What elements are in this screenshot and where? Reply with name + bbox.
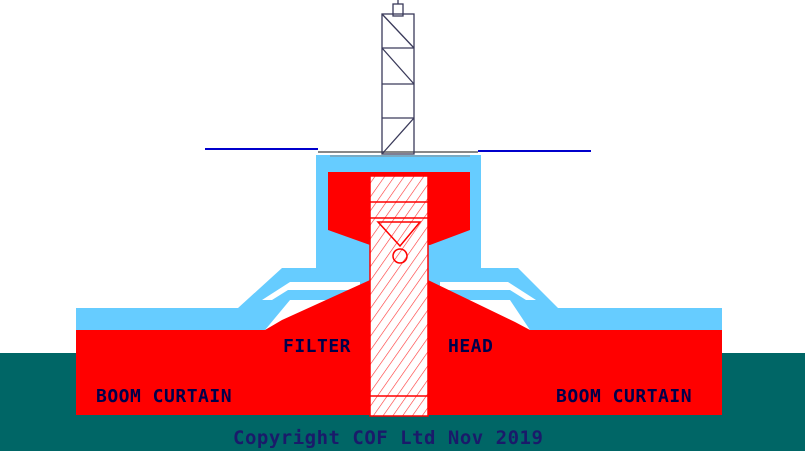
boom-curtain-right-label: BOOM CURTAIN (556, 386, 692, 407)
boom-curtain-body (76, 280, 370, 415)
boom-curtain-body-right (428, 280, 722, 415)
boom-curtain-left-label: BOOM CURTAIN (96, 386, 232, 407)
lattice-mast (381, 0, 415, 155)
float-gap-left (262, 282, 360, 300)
head-label: HEAD (448, 336, 493, 357)
column-funnel (376, 221, 422, 248)
filter-label: FILTER (283, 336, 351, 357)
float-gap-right (440, 282, 536, 300)
copyright-notice: Copyright COF Ltd Nov 2019 (233, 427, 543, 449)
filter-column (369, 175, 429, 417)
column-valve (392, 248, 408, 264)
